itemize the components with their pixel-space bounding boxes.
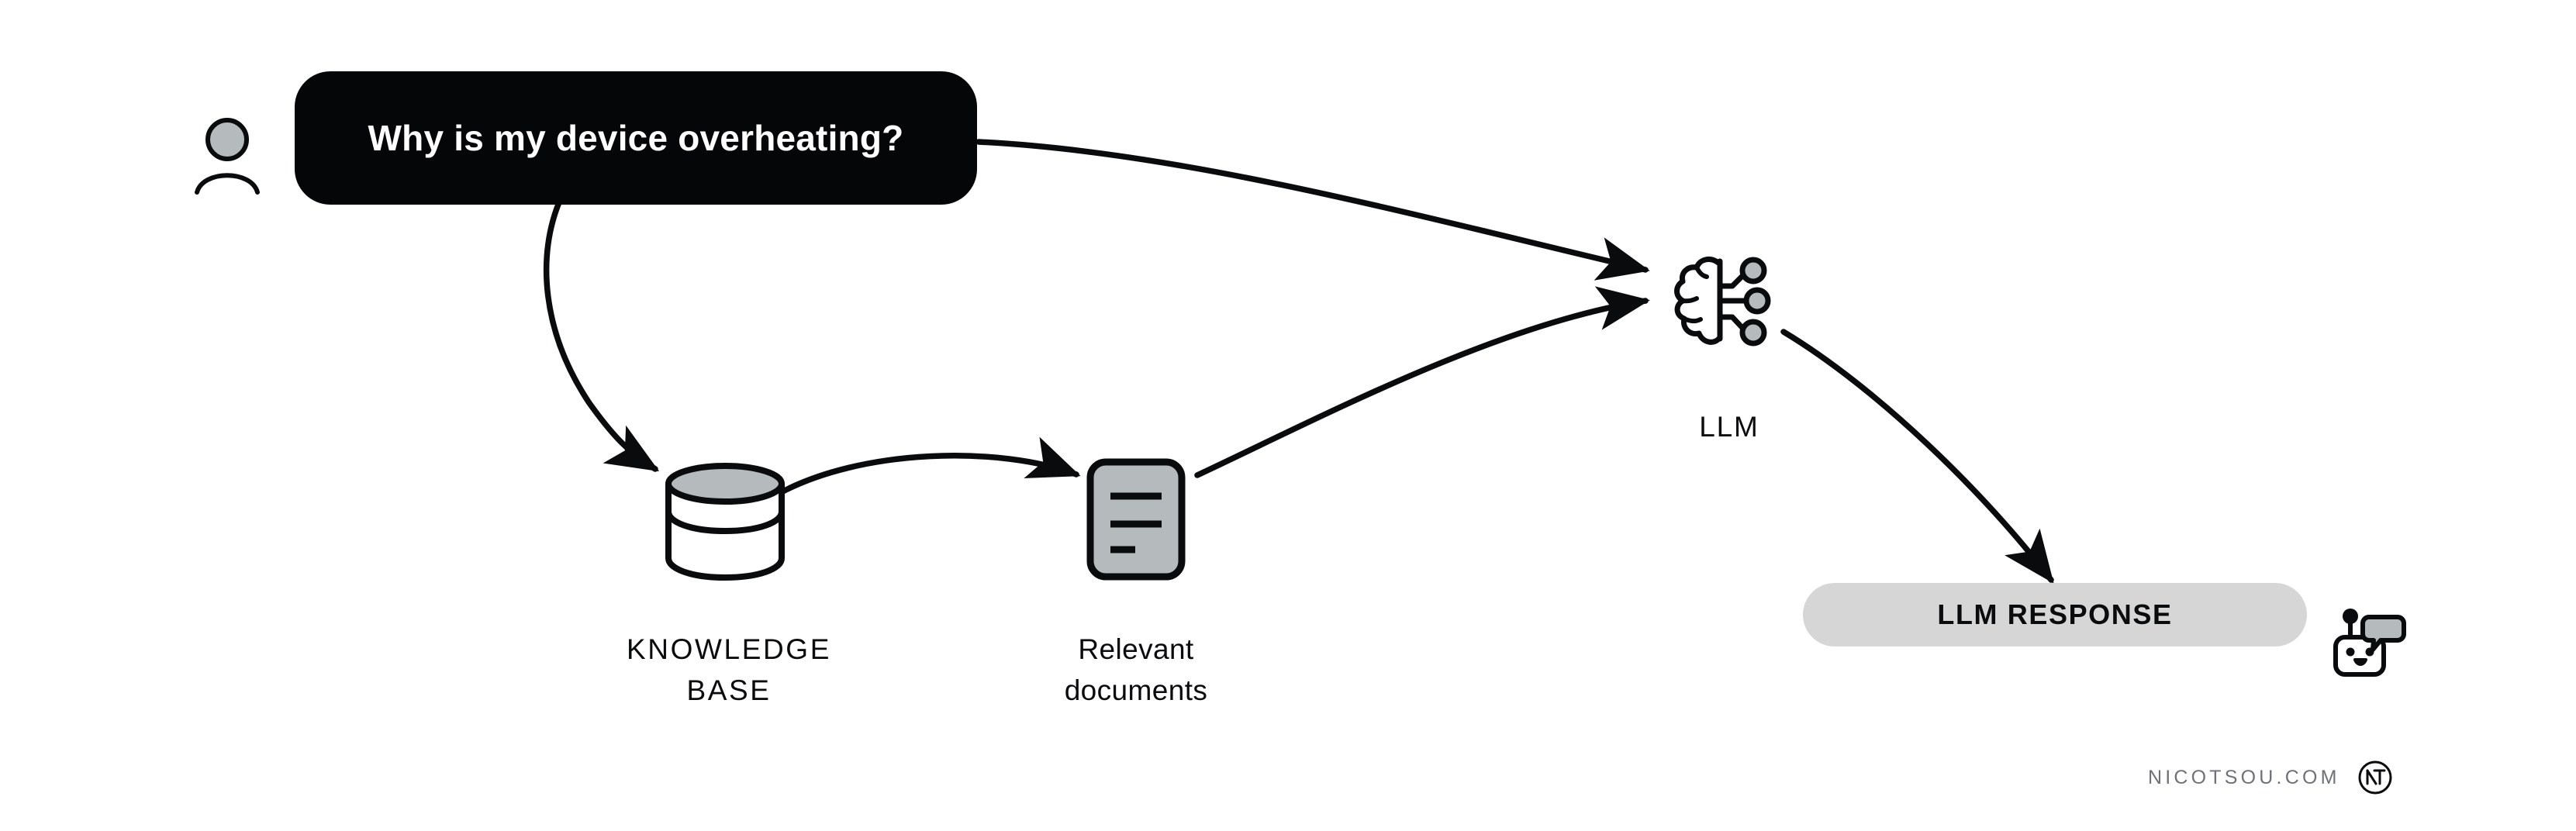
knowledge-base-label: KNOWLEDGE BASE bbox=[527, 629, 931, 711]
edge-documents-to-llm bbox=[1194, 286, 1650, 478]
footer-watermark: NICOTSOU.COM bbox=[2148, 760, 2393, 795]
chat-bot-icon bbox=[2333, 609, 2406, 677]
llm-response-text: LLM RESPONSE bbox=[1937, 598, 2173, 630]
chat-bot-avatar bbox=[2325, 595, 2410, 681]
database-cylinder-icon bbox=[665, 463, 785, 581]
edge-llm-to-response bbox=[1780, 329, 2054, 584]
edge-question-to-knowledge-base bbox=[543, 194, 660, 472]
question-text: Why is my device overheating? bbox=[368, 118, 904, 158]
llm-label: LLM bbox=[1699, 411, 1759, 443]
knowledge-base-node[interactable] bbox=[651, 457, 799, 589]
user-avatar bbox=[185, 109, 270, 202]
documents-label-line1: Relevant bbox=[1078, 633, 1194, 665]
brain-network-icon bbox=[1674, 256, 1771, 347]
documents-node[interactable] bbox=[1086, 457, 1186, 581]
knowledge-base-label-line1: KNOWLEDGE bbox=[627, 633, 831, 665]
edge-knowledge-base-to-documents bbox=[774, 436, 1081, 498]
footer-site-text: NICOTSOU.COM bbox=[2148, 766, 2340, 788]
document-lines-icon bbox=[1086, 458, 1186, 581]
llm-response-pill[interactable]: LLM RESPONSE bbox=[1803, 583, 2307, 647]
edge-question-to-llm bbox=[975, 139, 1650, 281]
user-avatar-icon bbox=[195, 118, 260, 195]
documents-label: Relevant documents bbox=[1004, 629, 1268, 711]
nt-monogram-icon bbox=[2358, 760, 2392, 795]
knowledge-base-label-line2: BASE bbox=[686, 674, 772, 706]
llm-node[interactable] bbox=[1666, 252, 1790, 353]
documents-label-line2: documents bbox=[1064, 674, 1208, 706]
question-bubble[interactable]: Why is my device overheating? bbox=[295, 71, 977, 205]
